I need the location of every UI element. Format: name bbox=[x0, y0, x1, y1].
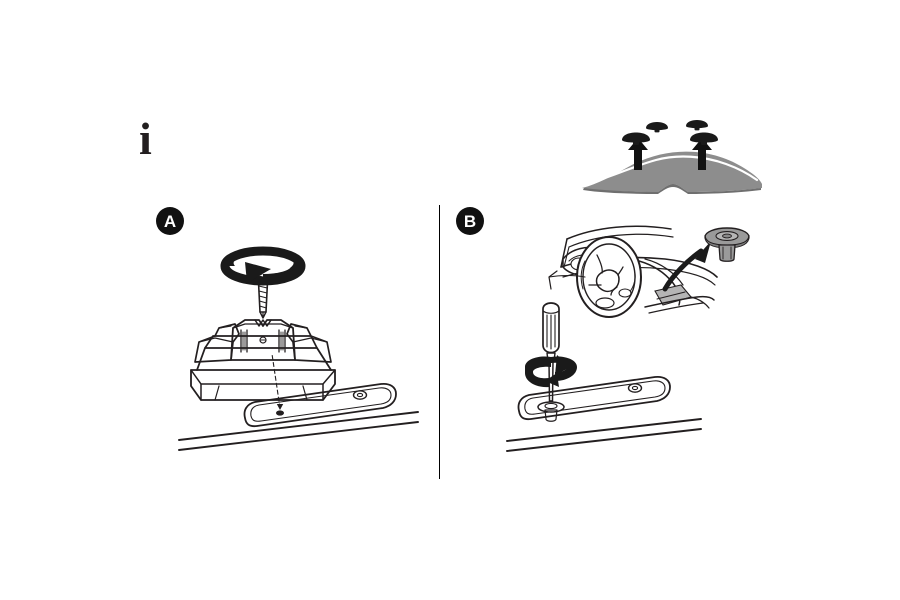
step-badge-b-label: B bbox=[463, 211, 477, 231]
roof-rack-foot bbox=[190, 319, 336, 401]
info-icon-glyph: i bbox=[139, 113, 152, 164]
callout-arrow bbox=[662, 241, 711, 292]
info-icon: i bbox=[139, 116, 175, 162]
roof-cap-right-front bbox=[690, 132, 718, 145]
roof-arrow-right bbox=[692, 138, 712, 170]
roof-mounting-pad-b bbox=[517, 375, 671, 421]
vehicle-dashboard-interior bbox=[548, 225, 718, 318]
vehicle-roof-lines-b bbox=[506, 418, 702, 452]
panel-divider bbox=[439, 205, 441, 479]
step-badge-a-label: A bbox=[163, 211, 177, 231]
installed-plug bbox=[537, 401, 565, 422]
roof-overview-figure bbox=[578, 118, 768, 198]
panel-a-figure bbox=[175, 246, 425, 465]
roof-silhouette bbox=[582, 151, 762, 194]
roof-cap-left-rear bbox=[646, 122, 668, 133]
rotation-arrow-clockwise-b bbox=[525, 355, 577, 388]
step-badge-b: B bbox=[456, 207, 484, 235]
rotation-arrow-clockwise-a bbox=[220, 246, 306, 286]
roof-arrow-left bbox=[628, 138, 648, 170]
trim-cap-plug bbox=[704, 227, 750, 262]
roof-cap-left-front bbox=[622, 132, 650, 145]
roof-cap-right-rear bbox=[686, 120, 708, 131]
steering-wheel bbox=[576, 236, 642, 318]
vehicle-roof-lines-a bbox=[178, 411, 419, 451]
panel-b-figure bbox=[505, 215, 765, 465]
step-badge-a: A bbox=[156, 207, 184, 235]
roof-mounting-pad-a bbox=[243, 382, 397, 428]
bolt-alignment-axis bbox=[262, 309, 284, 410]
